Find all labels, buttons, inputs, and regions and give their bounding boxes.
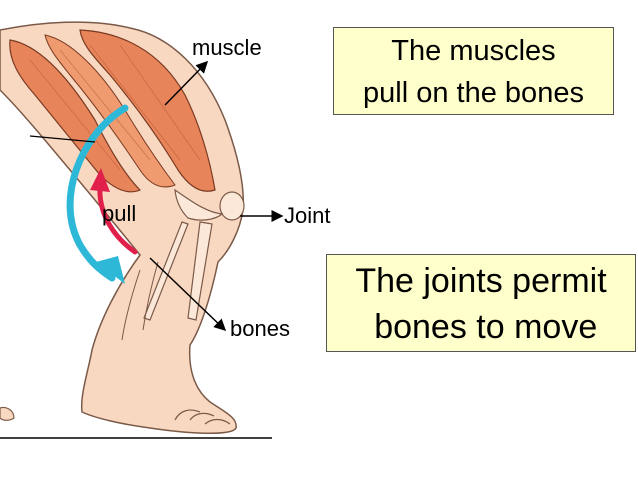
muscles-note-line-2: pull on the bones bbox=[363, 77, 584, 109]
joint-label: Joint bbox=[284, 203, 331, 228]
heel-fragment bbox=[0, 406, 15, 421]
joints-note-line-1: The joints permit bbox=[355, 262, 607, 300]
femur-end bbox=[174, 188, 224, 221]
joints-note-line-2: bones to move bbox=[364, 308, 598, 346]
fibula bbox=[143, 221, 189, 321]
thigh-muscle-rear bbox=[9, 39, 142, 193]
muscle-fiber-pointer bbox=[29, 135, 96, 143]
toes bbox=[174, 409, 231, 425]
muscle-fibers bbox=[29, 44, 201, 171]
pull-arrowhead-red bbox=[90, 168, 110, 192]
pull-arrow-red bbox=[97, 182, 138, 255]
kneecap bbox=[219, 191, 245, 221]
muscles-note-box: The muscles pull on the bones bbox=[333, 27, 614, 115]
tibia bbox=[187, 221, 213, 321]
thigh-muscle-front bbox=[79, 29, 216, 192]
muscle-pointer bbox=[164, 60, 209, 106]
pull-label: pull bbox=[102, 201, 137, 226]
shin-contour bbox=[121, 261, 159, 341]
leg-illustration bbox=[0, 21, 245, 434]
bones-pointer bbox=[149, 257, 227, 332]
joints-note-box: The joints permit bones to move bbox=[326, 254, 636, 352]
rotation-arrow-cyan bbox=[66, 104, 129, 282]
muscles-note-line-1: The muscles bbox=[391, 35, 556, 67]
rotation-arrowhead-cyan bbox=[96, 256, 125, 284]
muscle-label: muscle bbox=[192, 35, 262, 60]
bones-label: bones bbox=[230, 316, 290, 341]
